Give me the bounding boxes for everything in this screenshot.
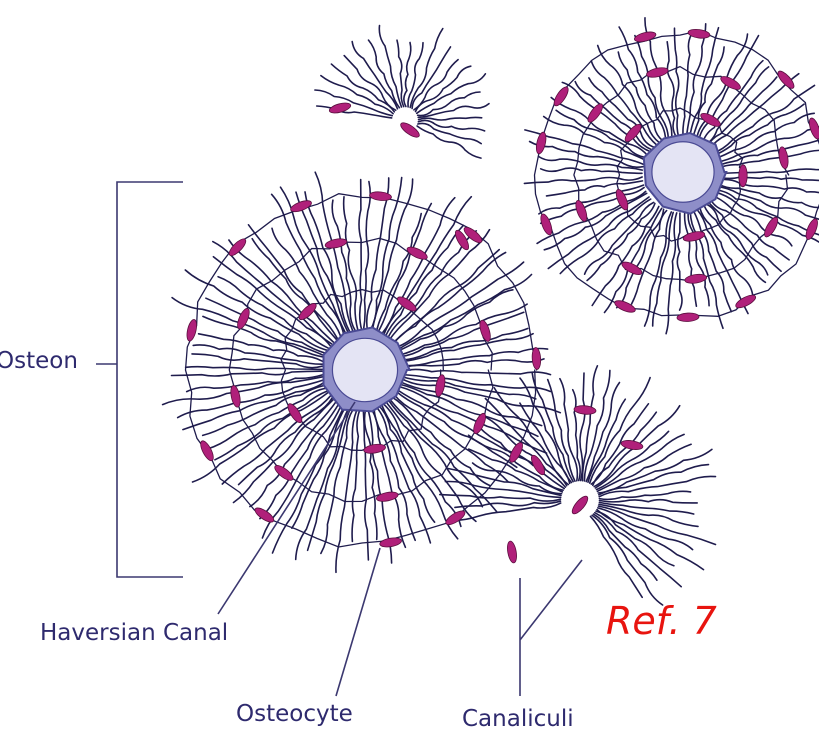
canaliculi-leader [520, 560, 582, 696]
canaliculus-line [592, 515, 663, 605]
canaliculus-line [419, 117, 482, 120]
osteocyte-cell [532, 347, 542, 370]
osteocyte-cell [739, 165, 748, 187]
osteon-label: Osteon [0, 350, 78, 373]
canaliculus-line [683, 34, 692, 137]
canaliculus-line [359, 180, 362, 330]
osteocyte-cell [379, 536, 402, 548]
canaliculus-line [417, 126, 481, 158]
canaliculus-line [653, 212, 674, 326]
canaliculus-line [599, 502, 693, 514]
osteocyte-cell [535, 131, 548, 154]
osteocyte-cell [444, 508, 467, 527]
canaliculus-line [402, 369, 551, 374]
canaliculus-line [598, 46, 660, 143]
osteocyte-cell [478, 319, 493, 343]
canaliculus-line [401, 329, 528, 361]
osteocyte-cell [574, 405, 597, 415]
osteocyte-cell [285, 402, 304, 425]
canaliculus-line [591, 516, 643, 597]
osteocyte-cell [253, 505, 276, 524]
canaliculus-line [172, 371, 323, 376]
canaliculus-line [667, 42, 676, 137]
haversian-canal-main-lumen [332, 338, 397, 401]
canaliculus-line [186, 367, 322, 370]
canaliculus-line [645, 212, 672, 326]
osteocyte-cell [719, 74, 742, 92]
osteocyte-cell [775, 69, 796, 91]
canaliculus-line [365, 410, 377, 540]
osteocyte-cell [198, 439, 216, 462]
haversian-canal-upper-lumen [652, 142, 714, 202]
osteocyte-cell [684, 273, 707, 285]
canaliculus-line [163, 377, 323, 405]
osteocyte-cell [682, 230, 705, 243]
canaliculus-line [718, 179, 819, 195]
canaliculus-line [599, 476, 715, 496]
haversian-canals [324, 133, 727, 411]
canaliculus-line [402, 359, 544, 368]
osteocyte-cell [471, 412, 488, 436]
osteocyte-cell [506, 540, 518, 563]
osteocyte-leader [336, 548, 380, 696]
osteocyte-cell [646, 66, 669, 79]
canaliculus-line [595, 513, 681, 587]
canaliculus-line [524, 177, 642, 183]
canaliculus-line [693, 211, 731, 312]
canaliculus-line [377, 204, 431, 334]
canaliculus-line [418, 92, 480, 116]
canaliculi-label: Canaliculi [462, 708, 574, 731]
osteocyte-cell [807, 117, 819, 141]
osteocyte-cell [778, 146, 790, 169]
osteocyte-cell [227, 237, 248, 259]
canaliculus-line [193, 392, 329, 482]
osteocyte-label: Osteocyte [236, 703, 353, 726]
canaliculus-line [677, 213, 682, 310]
osteocyte-cell [570, 494, 591, 516]
canaliculus-line [596, 511, 674, 566]
haversian-canal-leader [218, 402, 355, 614]
osteocyte-cell [324, 237, 347, 250]
reference-label: Ref. 7 [606, 602, 717, 640]
canaliculus-line [718, 169, 819, 174]
canaliculus-line [213, 257, 330, 346]
canaliculus-line [418, 120, 484, 130]
osteocyte-cell [539, 213, 555, 237]
osteon-bracket [117, 182, 183, 577]
canaliculus-line [541, 168, 642, 173]
canaliculus-line [594, 514, 657, 580]
canaliculus-line [249, 225, 338, 339]
canaliculus-line [544, 193, 646, 250]
canaliculus-line [383, 197, 471, 337]
osteocytes [185, 28, 819, 563]
canaliculus-line [674, 28, 678, 137]
canaliculus-line [386, 402, 476, 521]
osteocyte-cell [289, 198, 313, 214]
canaliculus-line [712, 85, 815, 153]
canaliculus-line [717, 150, 819, 168]
osteocyte-cell [688, 28, 711, 39]
osteocyte-cell [185, 319, 198, 342]
canaliculus-line [600, 500, 698, 503]
osteocyte-cell [677, 312, 699, 322]
haversian-canal-label: Haversian Canal [40, 622, 228, 645]
